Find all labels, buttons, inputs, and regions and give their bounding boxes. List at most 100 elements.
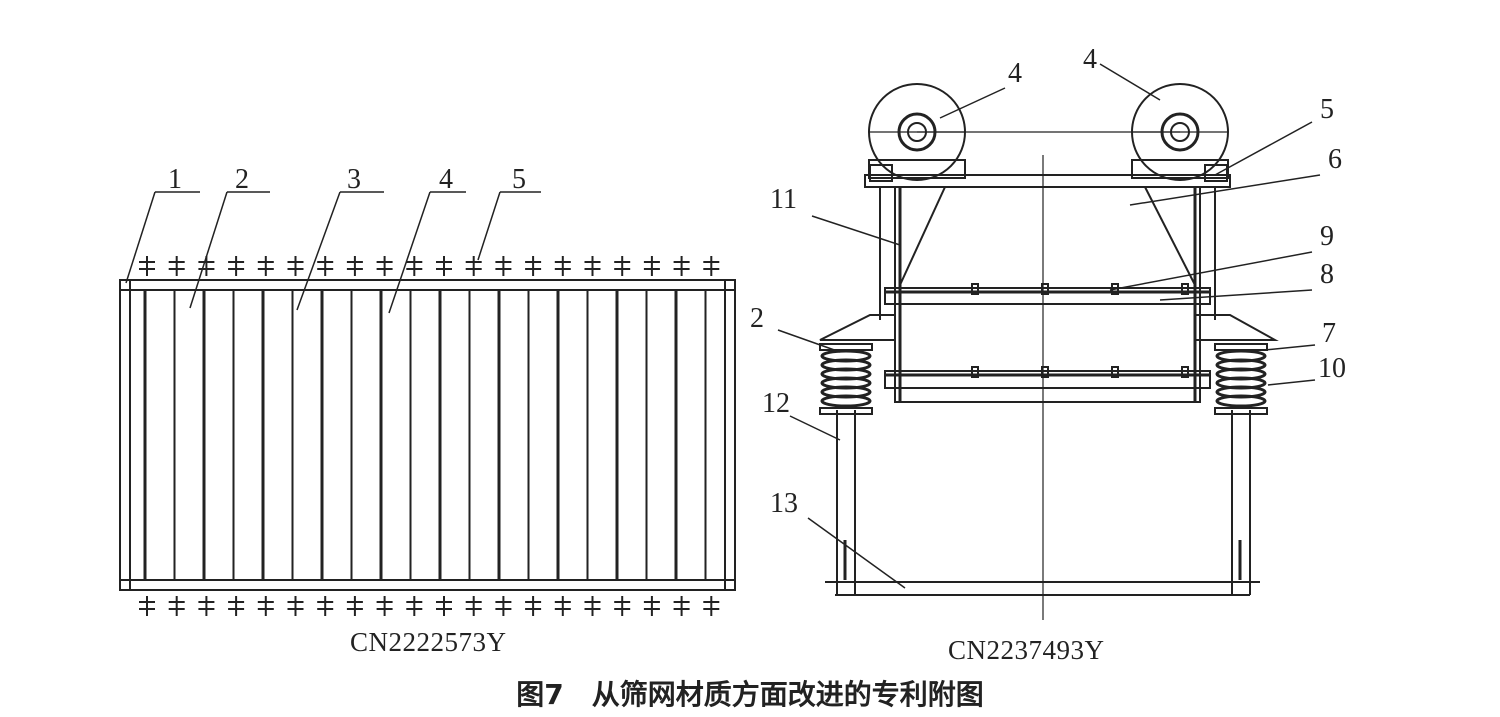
callout-label-10: 10 xyxy=(1318,353,1346,384)
bottom-bolt xyxy=(584,596,601,616)
callout-leader xyxy=(1214,121,1313,176)
top-bolt xyxy=(703,256,720,276)
left-screen-drawing: 1 2 3 4 5 xyxy=(119,164,736,616)
callout-label-2: 2 xyxy=(235,164,249,195)
callout-leader xyxy=(1129,174,1321,206)
top-bolt xyxy=(346,256,363,276)
callout-leader xyxy=(939,87,1006,119)
callout-label-11: 11 xyxy=(770,184,797,215)
top-bolt xyxy=(673,256,690,276)
beam-bracket xyxy=(869,164,893,182)
top-bolt xyxy=(406,256,423,276)
callout-label-6: 6 xyxy=(1328,144,1342,175)
bottom-bolt xyxy=(525,596,542,616)
right-screen-drawing: 4 4 5 6 11 9 8 2 7 10 12 13 xyxy=(750,44,1346,620)
support-spring xyxy=(1214,343,1268,415)
spring-bracket xyxy=(1194,314,1279,341)
brace xyxy=(1144,186,1196,286)
callout-leader xyxy=(1264,344,1316,351)
brace xyxy=(899,186,946,286)
bottom-bolt xyxy=(554,596,571,616)
screen-frame xyxy=(119,279,736,591)
bottom-bolt xyxy=(287,596,304,616)
bottom-bolt xyxy=(257,596,274,616)
callout-label-3: 3 xyxy=(347,164,361,195)
top-bolt xyxy=(554,256,571,276)
bottom-bolt xyxy=(495,596,512,616)
callout-label-1: 1 xyxy=(168,164,182,195)
top-bolt xyxy=(139,256,155,276)
left-patent-number: CN2222573Y xyxy=(350,627,507,657)
bottom-bolt xyxy=(703,596,720,616)
bottom-bolt xyxy=(139,596,155,616)
bottom-bolt xyxy=(346,596,363,616)
callout-leader xyxy=(807,517,906,589)
bottom-bolt xyxy=(406,596,423,616)
callout-leader xyxy=(811,215,901,246)
callout-label-4: 4 xyxy=(439,164,453,195)
beam-bracket xyxy=(1204,164,1228,182)
support-spring xyxy=(819,343,873,415)
callout-label-12: 12 xyxy=(762,388,790,419)
deck-bolt xyxy=(1181,283,1189,295)
bottom-bolt xyxy=(317,596,334,616)
top-bolt xyxy=(584,256,601,276)
bottom-bolt xyxy=(436,596,452,616)
caption-text: 从筛网材质方面改进的专利附图 xyxy=(591,678,984,711)
deck-bolt xyxy=(1041,283,1049,295)
top-bolt xyxy=(614,256,631,276)
callout-label-13: 13 xyxy=(770,488,798,519)
callout-label-9: 9 xyxy=(1320,221,1334,252)
bottom-bolt xyxy=(465,596,482,616)
callout-leader xyxy=(1267,379,1316,386)
screen-box xyxy=(894,186,1201,403)
callout-label-5: 5 xyxy=(1320,94,1334,125)
callout-leader xyxy=(789,415,841,441)
callout-leader xyxy=(777,329,841,353)
right-patent-number: CN2237493Y xyxy=(948,635,1105,665)
callout-label-4: 4 xyxy=(1083,44,1097,75)
bottom-bolt xyxy=(376,596,393,616)
callout-label-5: 5 xyxy=(512,164,526,195)
bottom-bolt xyxy=(168,596,185,616)
top-bolt xyxy=(228,256,245,276)
figure-caption: 图7 从筛网材质方面改进的专利附图 xyxy=(0,673,1500,713)
bottom-bolt xyxy=(643,596,660,616)
callout-leader xyxy=(1109,251,1313,291)
top-bolt xyxy=(436,256,452,276)
top-bolt xyxy=(495,256,512,276)
figure-number: 图7 xyxy=(516,678,564,711)
callout-leader xyxy=(296,191,341,311)
callout-label-7: 7 xyxy=(1322,318,1336,349)
top-bolt xyxy=(198,256,215,276)
top-bolt xyxy=(287,256,304,276)
top-bolt xyxy=(317,256,334,276)
callout-leader xyxy=(1099,63,1161,101)
bottom-bolt xyxy=(228,596,245,616)
spring-bracket xyxy=(819,314,896,341)
callout-label-8: 8 xyxy=(1320,259,1334,290)
deck-bolt xyxy=(971,366,979,378)
callout-leader xyxy=(1159,289,1313,301)
top-bolt xyxy=(257,256,274,276)
callout-label-4: 4 xyxy=(1008,58,1022,89)
top-bolt xyxy=(525,256,542,276)
deck-bolt xyxy=(1181,366,1189,378)
top-bolt xyxy=(168,256,185,276)
bottom-bolt xyxy=(198,596,215,616)
deck-bolt xyxy=(1111,366,1119,378)
callout-leader xyxy=(125,191,156,284)
deck-bolt xyxy=(1041,366,1049,378)
callout-label-2: 2 xyxy=(750,303,764,334)
top-bolt xyxy=(465,256,482,276)
callout-leader xyxy=(189,191,228,309)
top-beam xyxy=(864,174,1231,188)
callout-leader xyxy=(477,191,501,261)
callout-leader xyxy=(388,191,431,314)
bottom-bolt xyxy=(614,596,631,616)
top-bolt xyxy=(376,256,393,276)
bottom-bolt xyxy=(673,596,690,616)
deck-bolt xyxy=(971,283,979,295)
top-bolt xyxy=(643,256,660,276)
